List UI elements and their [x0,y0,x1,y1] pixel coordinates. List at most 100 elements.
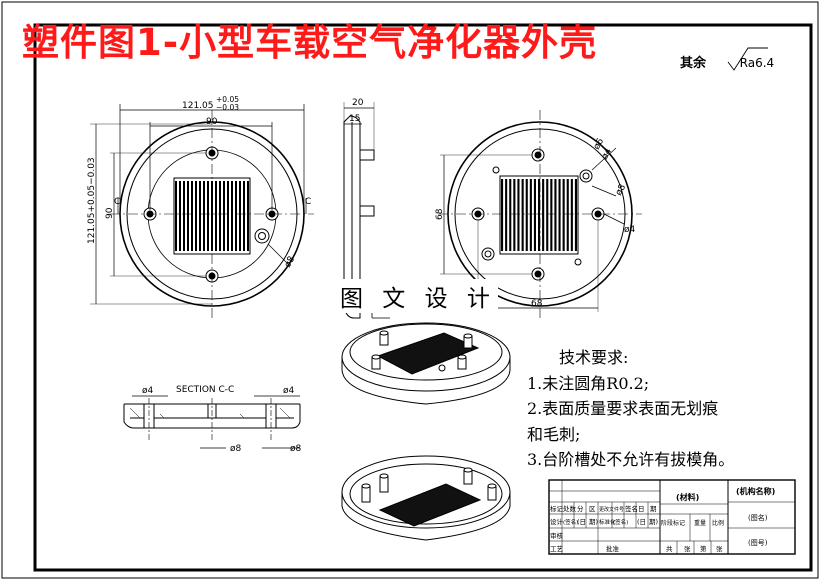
tb-org-name: (机构名称) [736,486,775,496]
grille-slot [550,179,553,251]
section-mark-left: C [114,197,120,207]
tb-weight: 重量 [694,519,706,527]
dim-section-dia-left: ø4 [142,386,154,396]
tb-r1-count: 处数 [563,504,577,513]
grille-slot [239,181,241,251]
tb-scale: 比例 [712,519,724,527]
drawing-title: 塑件图1-小型车载空气净化器外壳 [22,21,598,64]
watermark: 图 文 设 计 [338,279,498,313]
grille-slot [219,181,221,251]
tb-review: 审核 [550,531,564,540]
grille-slot [191,181,193,251]
tb-r2-day: (日 [577,518,586,526]
isometric-grille [376,332,480,375]
dim-front-hole: ø8 [283,255,297,270]
title-block [548,479,796,555]
grille-slot [187,181,189,251]
tb-r1-change: 更改文件号 [599,506,624,513]
dim-side-depth: 20 [352,98,364,108]
tech-requirements: 技术要求: 1.未注圆角R0.2; 2.表面质量要求表面无划痕 和毛刺; 3.台… [527,345,797,473]
isometric-bottom-view [341,455,511,541]
dim-back-height: 68 [435,208,445,220]
section-title: SECTION C-C [176,385,234,395]
grille-slot [215,181,217,251]
dim-section-dia-right: ø4 [283,386,295,396]
grille-slot [505,179,508,251]
dim-front-width: 90 [206,117,218,127]
back-view [438,110,642,318]
section-view [123,395,301,449]
grille-slot [175,181,177,251]
grille-slot [554,179,557,251]
dim-back-dia-2: ø4 [600,147,614,162]
inner-frame [33,23,813,572]
dim-section-dia-bottom-right: ø8 [290,444,302,454]
grille-slot [558,179,561,251]
tb-stage-mark: 阶段标记 [661,519,685,527]
tb-r2-std: 标准化 [599,518,616,526]
tech-heading: 技术要求: [559,348,629,367]
tb-r2-sign: (签名) [563,518,578,526]
tech-item-2-cont: 和毛刺; [527,424,581,444]
front-vent-grille [173,177,251,255]
tb-total: 共 [666,544,673,553]
grille-slot [562,179,565,251]
tb-r2-sign2: (签名) [613,518,628,526]
roughness-value: Ra6.4 [739,56,775,70]
tb-drawing-name: (图名) [748,513,768,522]
grille-slot [538,179,541,251]
grille-slot [509,179,512,251]
grille-slot [521,179,524,251]
dim-side-step: 15 [349,114,360,124]
dim-back-width: 68 [531,299,543,309]
tb-r1-fen: 分 [577,504,584,513]
grille-slot [183,181,185,251]
dim-front-height: 90 [105,207,115,219]
grille-slot [501,179,504,251]
section-mark-right: C [305,197,311,207]
tb-drawing-no: (图号) [748,539,768,547]
tb-r2-date: 期) [589,518,598,526]
grille-slot [574,179,577,251]
grille-slot [195,181,197,251]
grille-slot [203,181,205,251]
grille-slot [517,179,520,251]
grille-slot [546,179,549,251]
tb-sheet-unit-1: 张 [684,544,691,553]
grille-slot [529,179,532,251]
dim-section-dia-mid: ø8 [230,444,242,454]
tb-sheet-unit-2: 张 [716,544,723,553]
tb-r1-sign: 签名 [625,504,638,513]
isometric-top-view [341,322,511,405]
dim-back-dia-1: ø6 [592,137,606,152]
grille-slot [235,181,237,251]
roughness-symbol-icon [727,47,768,71]
back-vent-grille [499,175,579,255]
tb-r2-date2: 期) [649,518,658,526]
grille-slot [570,179,573,251]
dim-back-dia-3: ø8 [614,183,628,198]
grille-slot [231,181,233,251]
tb-r1-qu: 区 [589,505,596,513]
grille-slot [199,181,201,251]
grille-slot [207,181,209,251]
grille-slot [566,179,569,251]
grille-slot [211,181,213,251]
tb-r2-design: 设计 [550,517,564,526]
roughness-note: 其余 Ra6.4 [680,52,774,71]
dim-front-tol-lower: −0.03 [216,103,239,112]
dim-front-tol-upper: +0.05 [216,95,239,104]
dim-front-tol-width: 121.05 [182,101,214,111]
tb-process: 工艺 [550,545,564,553]
grille-slot [513,179,516,251]
grille-slot [533,179,536,251]
tb-r2-day2: (日 [637,518,646,526]
front-view [90,104,314,318]
tech-item-2: 2.表面质量要求表面无划痕 [527,399,719,418]
dim-front-tol-height: 121.05+0.05−0.03 [87,157,97,244]
grille-slot [179,181,181,251]
grille-slot [243,181,245,251]
